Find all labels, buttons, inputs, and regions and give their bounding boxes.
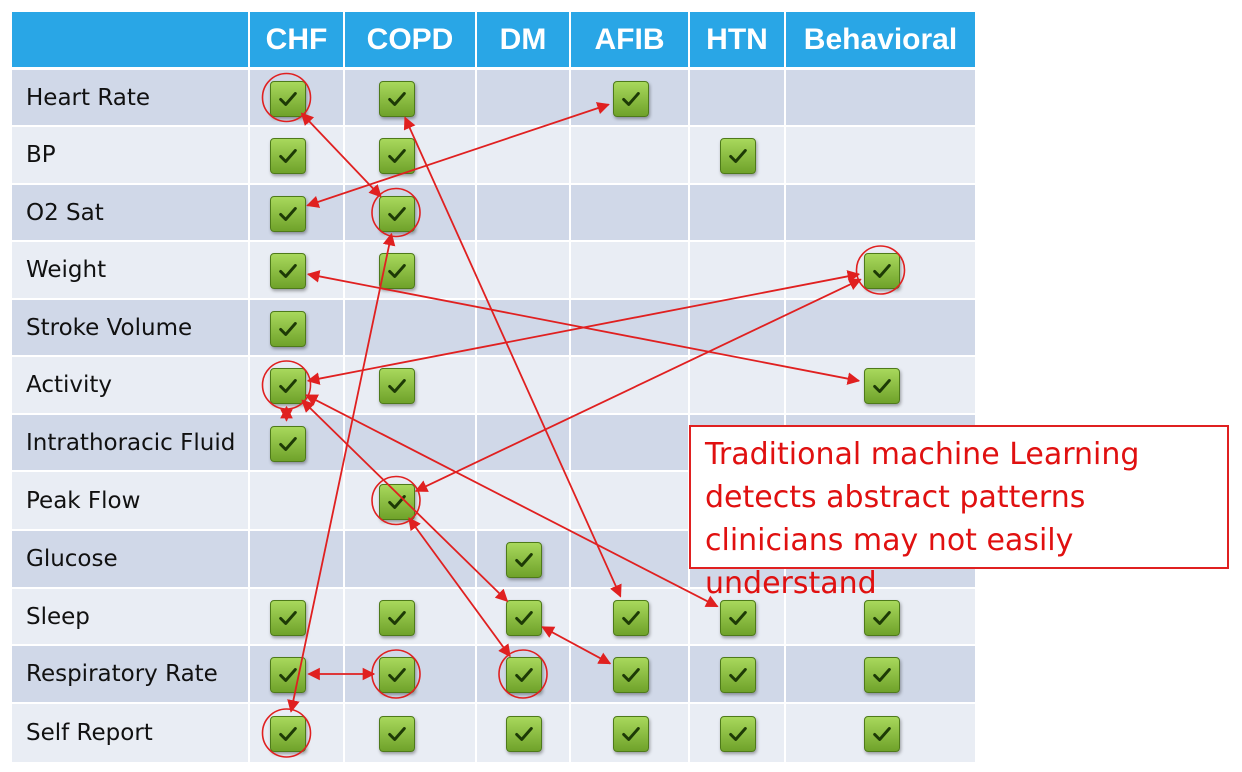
row-label: Glucose <box>26 546 118 572</box>
checkmark-icon <box>379 657 415 693</box>
checkmark-icon <box>612 716 649 752</box>
checkmark-icon <box>379 253 415 289</box>
row-label-bg <box>12 531 248 587</box>
table-cell <box>571 472 688 529</box>
table-cell <box>571 357 688 413</box>
checkmark-icon <box>506 657 542 693</box>
checkmark-icon <box>863 368 900 404</box>
checkmark-icon <box>720 657 756 693</box>
table-cell <box>786 185 975 240</box>
row-label: Stroke Volume <box>26 314 193 341</box>
row-label: Weight <box>26 257 107 283</box>
table-cell <box>571 531 688 587</box>
checkmark-icon <box>506 542 542 578</box>
checkmark-icon <box>269 657 306 693</box>
checkmark-icon <box>379 716 415 752</box>
checkmark-icon <box>269 138 306 174</box>
row-label-bg <box>12 472 248 529</box>
row-label-bg <box>12 646 248 702</box>
checkmark-icon <box>269 425 306 462</box>
checkmark-icon <box>506 599 542 636</box>
checkmark-icon <box>269 253 306 289</box>
checkmark-icon <box>720 716 756 752</box>
row-label-bg <box>12 127 248 183</box>
checkmark-icon <box>269 195 306 232</box>
checkmark-icon <box>269 80 306 117</box>
table-cell <box>690 242 784 298</box>
checkmark-icon <box>612 657 649 693</box>
checkmark-icon <box>863 253 900 289</box>
checkmark-icon <box>863 657 900 693</box>
checkmark-icon <box>720 599 756 636</box>
column-header-dm: DM <box>477 12 569 67</box>
row-label: O2 Sat <box>26 199 104 226</box>
table-cell <box>786 70 975 125</box>
checkmark-icon <box>379 138 415 174</box>
row-label-bg <box>12 300 248 355</box>
row-label: Sleep <box>26 603 90 630</box>
row-label-bg <box>12 70 248 125</box>
checkmark-icon <box>269 368 306 404</box>
table-cell <box>250 531 343 587</box>
header-corner <box>12 12 248 67</box>
row-label-bg <box>12 415 248 470</box>
row-label-bg <box>12 704 248 762</box>
checkmark-icon <box>612 80 649 117</box>
table-cell <box>477 472 569 529</box>
checkmark-icon <box>720 138 756 174</box>
table-cell <box>571 415 688 470</box>
table-cell <box>690 300 784 355</box>
checkmark-icon <box>379 195 415 232</box>
table-cell <box>690 70 784 125</box>
table-cell <box>571 300 688 355</box>
row-label-bg <box>12 357 248 413</box>
checkmark-icon <box>863 716 900 752</box>
callout-box: Traditional machine Learning detects abs… <box>689 425 1229 601</box>
checkmark-icon <box>269 310 306 347</box>
checkmark-icon <box>269 716 306 752</box>
table-cell <box>477 70 569 125</box>
table-cell <box>477 185 569 240</box>
row-label: Intrathoracic Fluid <box>26 429 236 456</box>
table-cell <box>250 472 343 529</box>
row-label: BP <box>26 142 56 168</box>
table-cell <box>690 357 784 413</box>
table-cell <box>345 300 475 355</box>
row-label: Self Report <box>26 720 153 746</box>
table-cell <box>571 127 688 183</box>
checkmark-icon <box>506 716 542 752</box>
table-cell <box>345 531 475 587</box>
table-cell <box>786 300 975 355</box>
row-label-bg <box>12 589 248 644</box>
table-cell <box>477 242 569 298</box>
row-label: Peak Flow <box>26 487 141 514</box>
column-header-htn: HTN <box>690 12 784 67</box>
checkmark-icon <box>863 599 900 636</box>
row-label-bg <box>12 185 248 240</box>
table-cell <box>477 415 569 470</box>
column-header-afib: AFIB <box>571 12 688 67</box>
table-cell <box>786 127 975 183</box>
checkmark-icon <box>379 80 415 117</box>
column-header-copd: COPD <box>345 12 475 67</box>
table-cell <box>477 357 569 413</box>
checkmark-icon <box>379 483 415 520</box>
checkmark-icon <box>269 599 306 636</box>
row-label-bg <box>12 242 248 298</box>
checkmark-icon <box>612 599 649 636</box>
table-cell <box>690 185 784 240</box>
table-cell <box>571 242 688 298</box>
table-cell <box>345 415 475 470</box>
table-cell <box>477 300 569 355</box>
row-label: Activity <box>26 372 113 398</box>
table-cell <box>477 127 569 183</box>
checkmark-icon <box>379 599 415 636</box>
column-header-behavioral: Behavioral <box>786 12 975 67</box>
table-cell <box>571 185 688 240</box>
row-label: Respiratory Rate <box>26 661 218 687</box>
column-header-chf: CHF <box>250 12 343 67</box>
row-label: Heart Rate <box>26 84 151 111</box>
checkmark-icon <box>379 368 415 404</box>
